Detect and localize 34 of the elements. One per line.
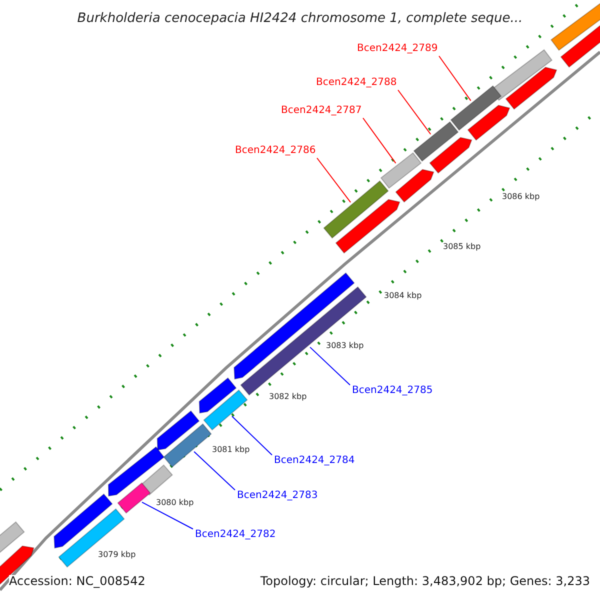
scale-label: 3083 kbp xyxy=(326,342,364,350)
gene-label: Bcen2424_2785 xyxy=(352,386,433,396)
gene-label: Bcen2424_2787 xyxy=(281,106,362,116)
gene-bar xyxy=(413,121,459,162)
leader-line xyxy=(316,158,352,203)
leader-line xyxy=(141,502,194,530)
gene-label: Bcen2424_2786 xyxy=(235,146,316,156)
leader-line xyxy=(310,346,350,386)
gene-bar xyxy=(203,389,248,431)
leader-line xyxy=(362,118,396,164)
gene-bar xyxy=(117,482,151,514)
gene-label: Bcen2424_2782 xyxy=(195,530,276,540)
gene-label: Bcen2424_2789 xyxy=(357,44,438,54)
gene-bar xyxy=(380,152,422,189)
leader-line xyxy=(438,56,472,102)
scale-label: 3086 kbp xyxy=(502,193,540,201)
leader-line xyxy=(398,90,432,135)
title: Burkholderia cenocepacia HI2424 chromosome 1, complete seque... xyxy=(76,12,524,25)
summary-text: Topology: circular; Length: 3,483,902 bp; Genes: 3,233 xyxy=(260,575,590,587)
scale-label: 3085 kbp xyxy=(443,243,481,251)
gene-bar xyxy=(163,423,212,468)
leader-line xyxy=(231,416,272,456)
accession-text: Accession: NC_008542 xyxy=(9,575,146,587)
gene-label: Bcen2424_2788 xyxy=(316,78,397,88)
gene-label: Bcen2424_2783 xyxy=(237,491,318,501)
scale-label: 3084 kbp xyxy=(384,292,422,300)
leader-line xyxy=(194,451,236,490)
gene-bar xyxy=(450,85,502,131)
scale-label: 3081 kbp xyxy=(212,446,250,454)
gene-label: Bcen2424_2784 xyxy=(274,456,355,466)
scale-label: 3082 kbp xyxy=(269,393,307,401)
scale-label: 3080 kbp xyxy=(156,499,194,507)
scale-label: 3079 kbp xyxy=(98,551,136,559)
gene-bar xyxy=(323,180,389,239)
